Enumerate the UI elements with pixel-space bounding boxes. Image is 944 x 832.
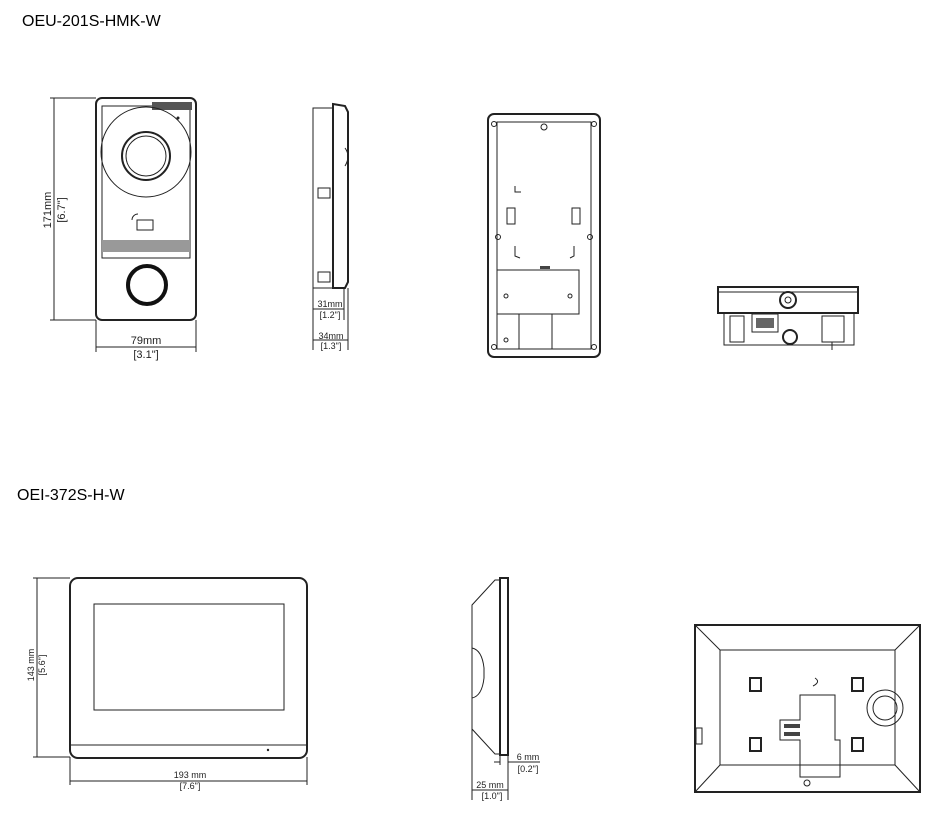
door-station-bottom-view <box>717 286 859 350</box>
width-label-mm: 193 mm <box>174 770 207 780</box>
height-label-in: [5.6"] <box>37 655 47 676</box>
call-button <box>126 264 168 306</box>
total-depth-label-mm: 34mm <box>318 331 343 341</box>
height-label-mm: 143 mm <box>26 649 36 682</box>
monitor-front-view: 143 mm [5.6"] 193 mm [7.6"] <box>26 577 308 791</box>
product-title-door-station: OEU-201S-HMK-W <box>22 13 161 30</box>
thickness-label-in: [0.2"] <box>518 764 539 774</box>
monitor-back-view <box>694 624 921 793</box>
total-depth-label-in: [1.3"] <box>321 341 342 351</box>
door-station-side-view: 31mm [1.2"] 34mm [1.3"] <box>312 102 349 351</box>
monitor-side-view: 6 mm [0.2"] 25 mm [1.0"] <box>471 577 540 801</box>
door-station-front-view: 171mm [6.7"] 79mm [3.1"] <box>42 97 197 361</box>
height-label-in: [6.7"] <box>56 197 68 222</box>
depth-label-mm: 25 mm <box>476 780 504 790</box>
width-label-in: [7.6"] <box>180 781 201 791</box>
product-title-monitor: OEI-372S-H-W <box>17 487 125 504</box>
width-label-mm: 79mm <box>131 335 162 347</box>
width-label-in: [3.1"] <box>133 349 158 361</box>
depth-label-in: [1.0"] <box>482 791 503 801</box>
depth-label-in: [1.2"] <box>320 310 341 320</box>
door-station-back-view <box>487 113 601 358</box>
thickness-label-mm: 6 mm <box>517 752 540 762</box>
height-label-mm: 171mm <box>42 192 54 229</box>
card-reader-icon <box>136 219 154 231</box>
depth-label-mm: 31mm <box>317 299 342 309</box>
